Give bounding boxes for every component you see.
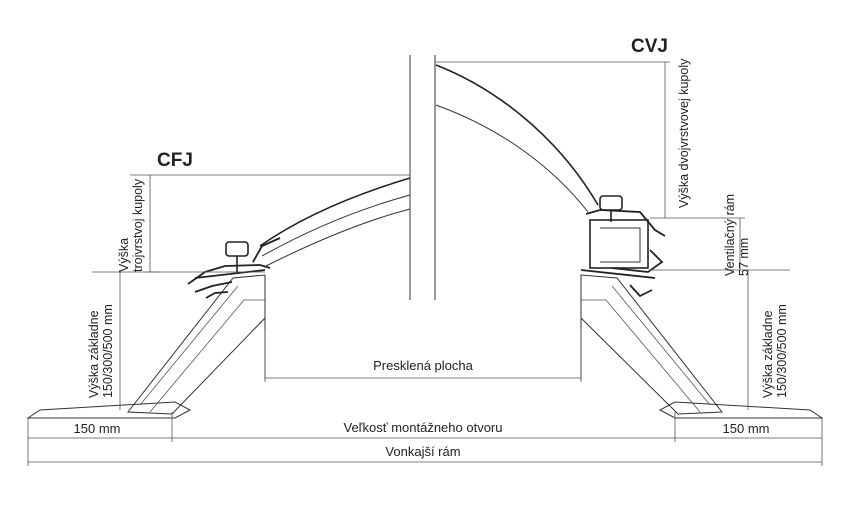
dimension-lines — [27, 61, 823, 466]
right-dome-height-label: Výška dvojvrstvovej kupoly — [677, 58, 691, 208]
right-base-upstand — [580, 269, 824, 419]
right-flange — [658, 401, 824, 419]
vent-frame-box — [589, 219, 649, 269]
right-insulation — [580, 274, 723, 415]
left-flange-label: 150 mm — [74, 421, 121, 436]
right-bolt-head — [599, 195, 623, 211]
right-flange-label: 150 mm — [723, 421, 770, 436]
left-frame-clamp — [187, 237, 281, 299]
right-base-height-line1: Výška základne — [761, 310, 775, 398]
left-flange — [26, 401, 192, 419]
outer-frame-label: Vonkajší rám — [385, 444, 460, 459]
left-base-height-line2: 150/300/500 mm — [101, 304, 115, 398]
ventilation-frame-label: Ventilačný rám 57 mm — [723, 194, 751, 276]
right-double-dome — [435, 64, 599, 213]
glazed-area-label: Presklená plocha — [373, 358, 473, 373]
center-break — [409, 55, 436, 300]
ventilation-frame-line2: 57 mm — [737, 238, 751, 276]
left-base-upstand — [26, 269, 266, 419]
left-dome-height-line2: trojvrstvoj kupoly — [131, 178, 145, 272]
opening-size-label: Veľkosť montážneho otvoru — [344, 420, 503, 435]
left-base-height-line1: Výška základne — [87, 310, 101, 398]
right-base-height-label: Výška základne 150/300/500 mm — [761, 304, 789, 398]
ventilation-frame-line1: Ventilačný rám — [723, 194, 737, 276]
left-dome-height-line1: Výška — [117, 238, 131, 272]
left-triple-dome — [259, 177, 411, 267]
left-base-height-label: Výška základne 150/300/500 mm — [87, 304, 115, 398]
right-model-label: CVJ — [631, 36, 668, 57]
left-model-label: CFJ — [157, 150, 193, 171]
right-ventilation-frame — [585, 195, 666, 298]
right-base-height-line2: 150/300/500 mm — [775, 304, 789, 398]
left-dome-height-label: Výška trojvrstvoj kupoly — [117, 178, 145, 272]
left-insulation — [127, 274, 266, 415]
left-bolt-head — [225, 241, 249, 257]
right-dome-height-text: Výška dvojvrstvovej kupoly — [677, 58, 691, 208]
